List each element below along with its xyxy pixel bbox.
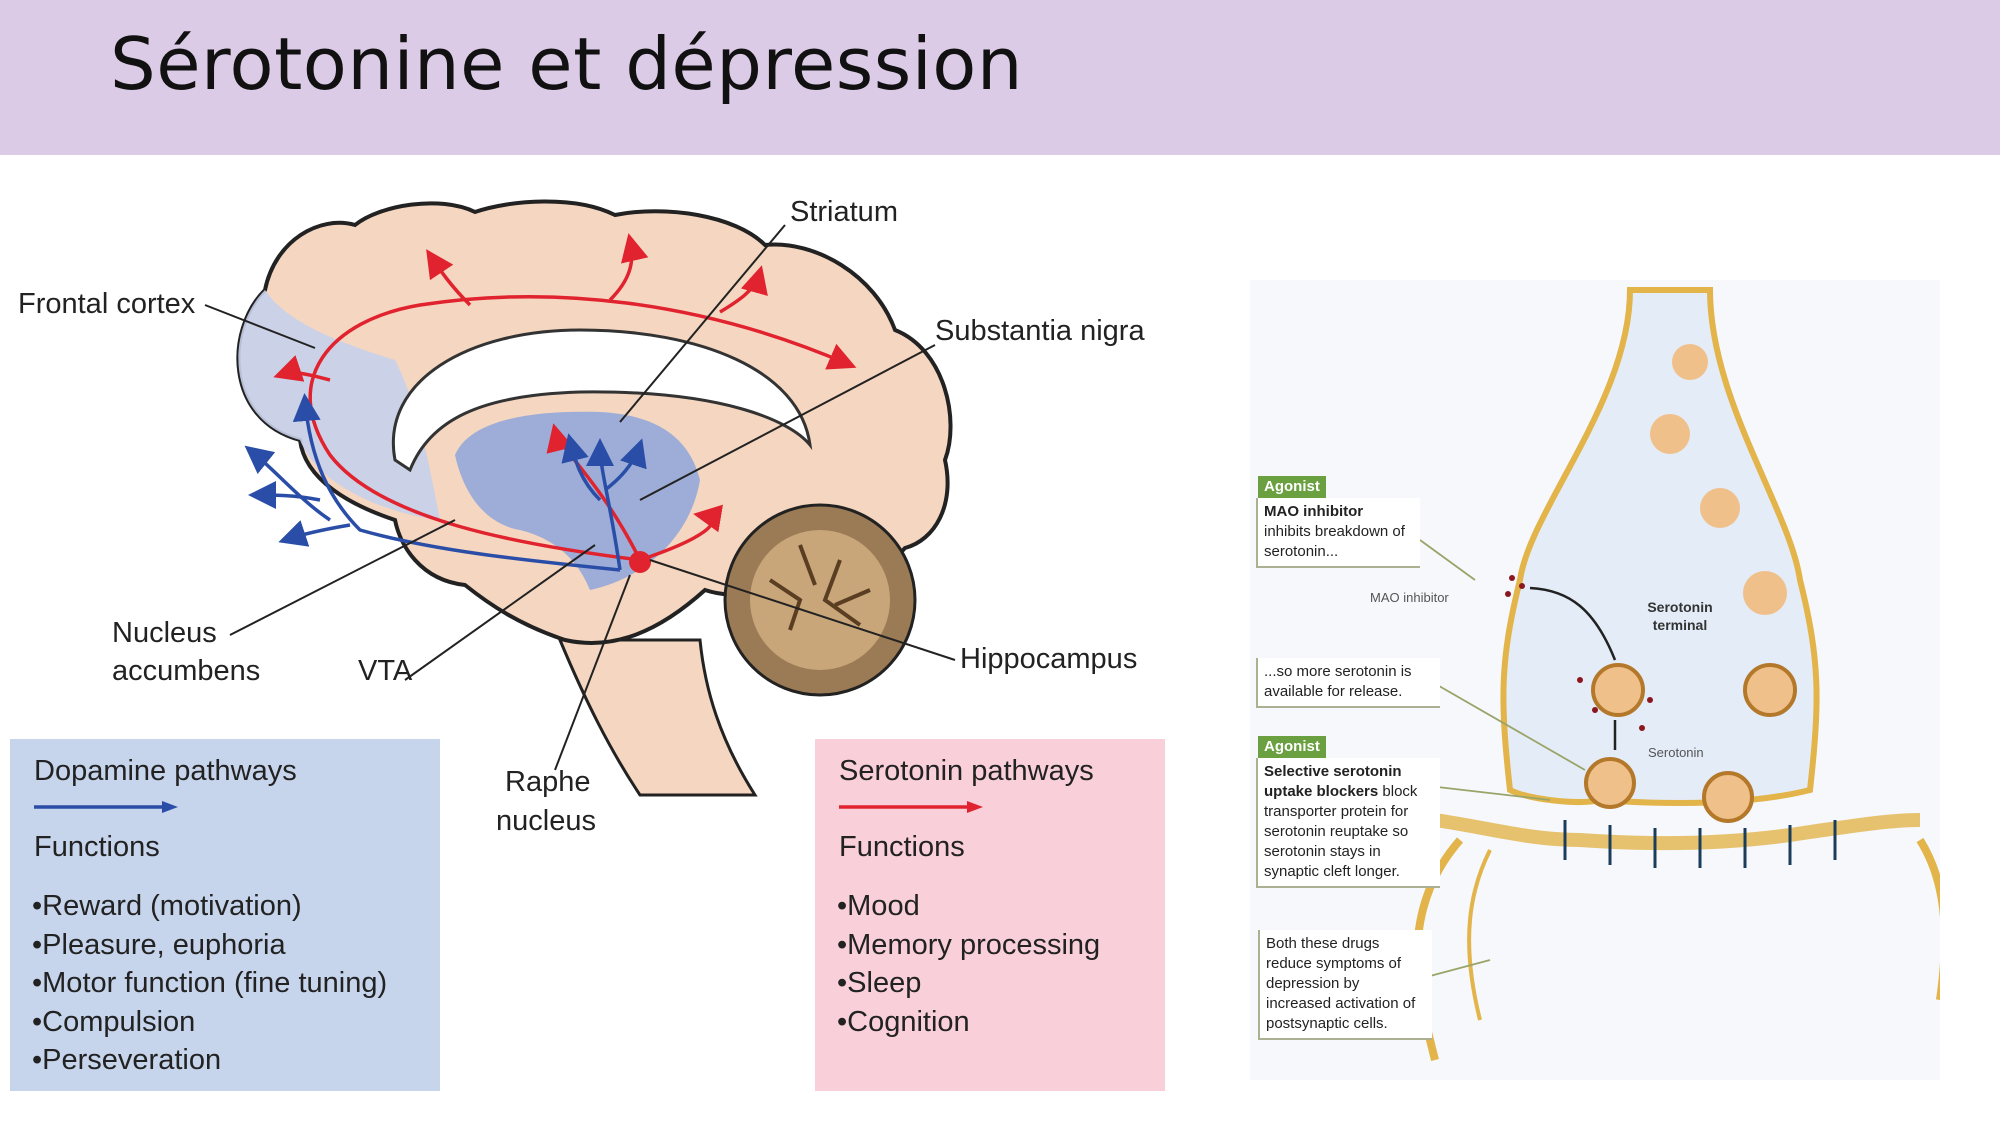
dopamine-pathways (244, 393, 647, 572)
serotonin-functions-list: •Mood •Memory processing •Sleep •Cogniti… (837, 887, 1100, 1041)
label-vta: VTA (358, 655, 413, 687)
more-serotonin-note: ...so more serotonin is available for re… (1256, 658, 1440, 708)
list-item: •Mood (837, 890, 920, 922)
label-substantia-nigra: Substantia nigra (935, 315, 1145, 347)
agonist-tag: Agonist (1258, 476, 1326, 498)
list-item: •Sleep (837, 967, 922, 999)
brain-diagram (204, 199, 956, 797)
frontal-region (238, 290, 440, 520)
list-item: •Reward (motivation) (32, 890, 302, 922)
raphe-nucleus-dot (629, 551, 651, 573)
list-item: •Compulsion (32, 1005, 196, 1038)
page-title: Sérotonine et dépression (110, 22, 1023, 106)
serotonin-functions-label: Functions (839, 831, 965, 863)
mao-inhibitor-label: MAO inhibitor (1370, 590, 1449, 605)
list-item: •Perseveration (32, 1044, 222, 1076)
label-frontal-cortex: Frontal cortex (18, 288, 196, 320)
list-item: •Memory processing (837, 928, 1101, 961)
postsynaptic-membrane (1433, 813, 1921, 851)
label-raphe-1: Raphe (505, 766, 591, 798)
label-nucleus-accumbens-1: Nucleus (112, 617, 217, 649)
label-raphe-2: nucleus (496, 805, 596, 837)
serotonin-arrow-icon (839, 801, 983, 813)
dopamine-legend-title: Dopamine pathways (34, 755, 297, 787)
corpus-callosum (391, 328, 813, 473)
label-striatum: Striatum (790, 196, 898, 228)
dopamine-legend: Dopamine pathways Functions •Reward (mot… (10, 739, 440, 1091)
ssri-note: Selective serotonin uptake blockers bloc… (1256, 758, 1440, 888)
agonist-tag: Agonist (1258, 736, 1326, 758)
serotonin-legend: Serotonin pathways Functions •Mood •Memo… (815, 739, 1165, 1091)
list-item: •Pleasure, euphoria (32, 928, 286, 961)
label-hippocampus: Hippocampus (960, 643, 1138, 675)
dopamine-functions-label: Functions (34, 831, 160, 863)
list-item: •Motor function (fine tuning) (32, 967, 388, 999)
both-drugs-note: Both these drugs reduce symptoms of depr… (1258, 930, 1432, 1040)
leader-lines (204, 224, 956, 771)
dopamine-functions-list: •Reward (motivation) •Pleasure, euphoria… (32, 887, 387, 1080)
serotonin-pathways (273, 233, 857, 562)
title-bar: Sérotonine et dépression (0, 0, 2000, 155)
serotonin-label: Serotonin (1648, 745, 1704, 760)
serotonin-legend-title: Serotonin pathways (839, 755, 1094, 787)
list-item: •Cognition (837, 1005, 970, 1038)
dopamine-arrow-icon (34, 801, 178, 813)
label-nucleus-accumbens-2: accumbens (112, 655, 261, 687)
